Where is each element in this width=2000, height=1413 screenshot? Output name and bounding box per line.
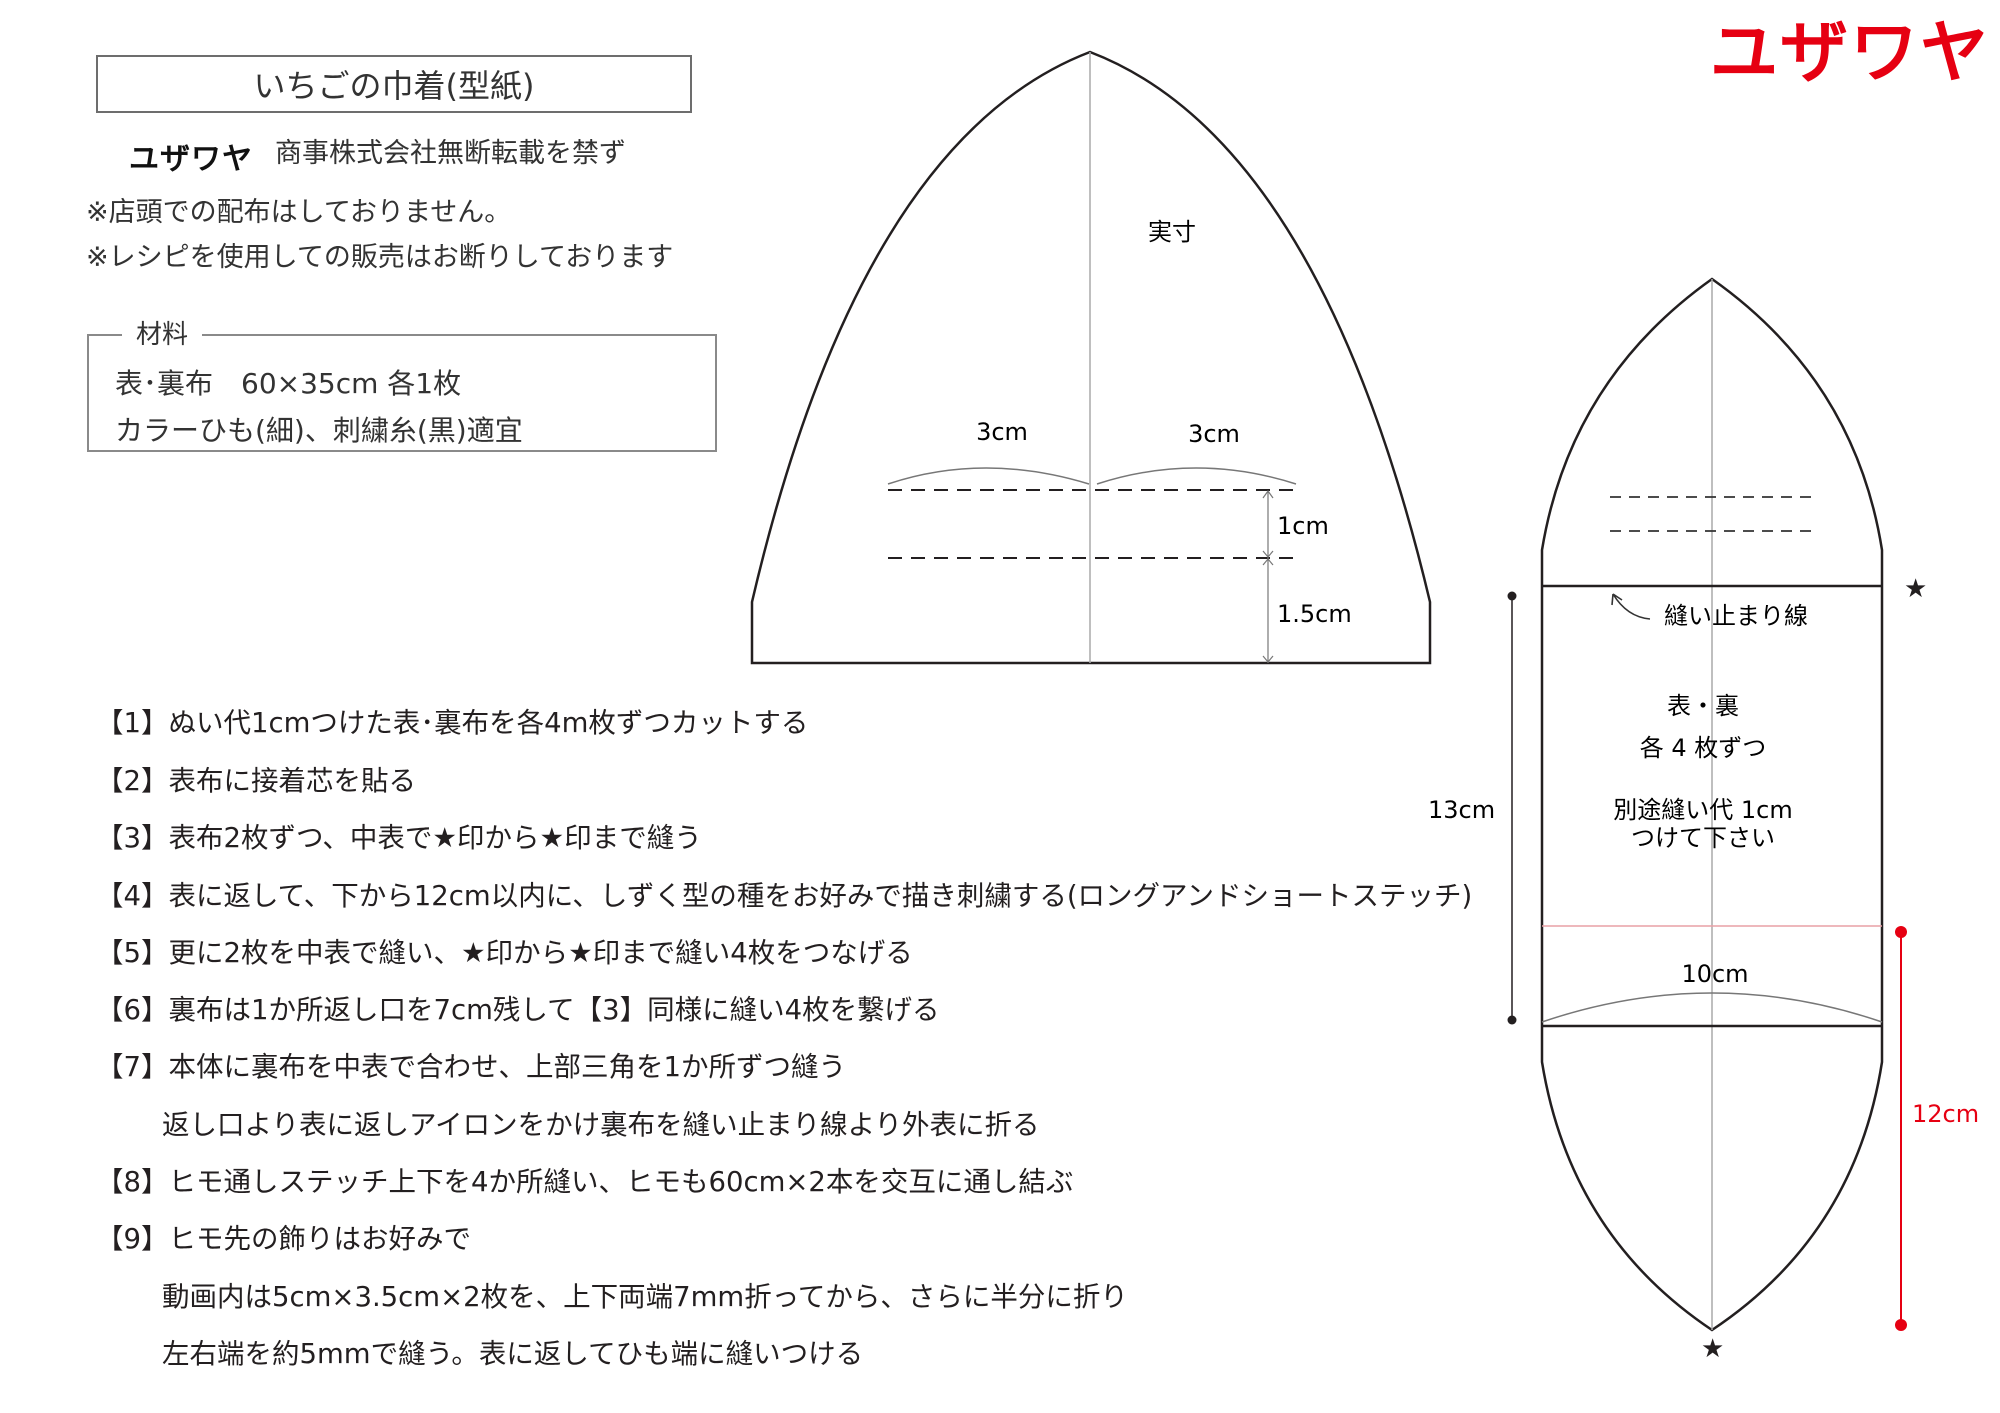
top-triangle-outline — [750, 50, 1432, 665]
main-side-pattern: ★ ★ 縫い止まり線 表・裏 各 4 枚ずつ 別途縫い代 1cm つけて下さい … — [1428, 277, 1979, 1364]
step-3: 【3】表布2枚ずつ、中表で★印から★印まで縫う — [96, 822, 702, 854]
step-8: 【8】ヒモ通しステッチ上下を4か所縫い、ヒモも60cm×2本を交互に通し結ぶ — [96, 1166, 1074, 1198]
copyright-notice: 商事株式会社無断転載を禁ず — [275, 138, 626, 169]
label-1-5cm: 1.5cm — [1277, 600, 1352, 628]
main-pattern-outline — [1540, 277, 1884, 1332]
brand-logo-text: ユザワヤ — [1714, 16, 1986, 86]
label-12cm: 12cm — [1912, 1100, 1979, 1128]
materials-fabric: 表･裏布 60×35cm 各1枚 — [115, 367, 462, 400]
pattern-title-box: いちごの巾着(型紙) — [96, 55, 692, 113]
top-triangle-pattern: 実寸 3cm 3cm 1cm 1.5cm — [750, 50, 1432, 665]
step-9-detail-1: 動画内は5cm×3.5cm×2枚を、上下両端7mm折ってから、さらに半分に折り — [162, 1281, 1128, 1313]
label-seam-allowance-2: つけて下さい — [1631, 824, 1775, 852]
label-3cm-left: 3cm — [976, 418, 1028, 446]
step-5: 【5】更に2枚を中表で縫い、★印から★印まで縫い4枚をつなげる — [96, 937, 913, 969]
label-10cm: 10cm — [1681, 960, 1748, 988]
label-sewing-stop-line: 縫い止まり線 — [1664, 602, 1808, 630]
pattern-title: いちごの巾着(型紙) — [253, 67, 535, 105]
label-seam-allowance: 別途縫い代 1cm — [1613, 796, 1792, 824]
materials-cord-thread: カラーひも(細)、刺繍糸(黒)適宜 — [115, 414, 523, 447]
note-no-resale: ※レシピを使用しての販売はお断りしております — [86, 242, 674, 273]
label-actual-size: 実寸 — [1148, 218, 1196, 246]
stop-line-arrow — [1611, 593, 1651, 620]
arc-3cm-left — [887, 467, 1090, 485]
dimension-13cm-dot-top — [1507, 591, 1517, 601]
label-3cm-right: 3cm — [1188, 420, 1240, 448]
arc-10cm — [1541, 992, 1883, 1023]
label-outer-inner: 表・裏 — [1667, 692, 1739, 720]
step-9-detail-2: 左右端を約5mmで縫う。表に返してひも端に縫いつける — [162, 1338, 864, 1370]
label-13cm: 13cm — [1428, 796, 1495, 824]
yuzawaya-brand-logo: ユザワヤ — [1714, 16, 1986, 86]
step-9: 【9】ヒモ先の飾りはお好みで — [96, 1223, 471, 1255]
dimension-arrows — [1262, 489, 1274, 663]
materials-box — [87, 334, 717, 452]
materials-title: 材料 — [122, 314, 203, 351]
dimension-12cm-dot-top — [1895, 926, 1907, 938]
step-7-continued: 返し口より表に返しアイロンをかけ裏布を縫い止まり線より外表に折る — [162, 1109, 1040, 1141]
label-1cm: 1cm — [1277, 512, 1329, 540]
step-7: 【7】本体に裏布を中表で合わせ、上部三角を1か所ずつ縫う — [96, 1051, 846, 1083]
dimension-13cm-dot-bottom — [1507, 1015, 1517, 1025]
dimension-12cm-dot-bottom — [1895, 1319, 1907, 1331]
star-mark-bottom: ★ — [1701, 1334, 1724, 1364]
step-1: 【1】ぬい代1cmつけた表･裏布を各4m枚ずつカットする — [96, 707, 809, 739]
step-4: 【4】表に返して、下から12cm以内に、しずく型の種をお好みで描き刺繍する(ロン… — [96, 880, 1473, 912]
step-2: 【2】表布に接着芯を貼る — [96, 765, 416, 797]
label-4-each: 各 4 枚ずつ — [1640, 734, 1767, 762]
yuzawaya-logo-small: ユザワヤ — [129, 142, 253, 177]
step-6: 【6】裏布は1か所返し口を7cm残して【3】同様に縫い4枚を繋げる — [96, 994, 940, 1026]
star-mark-right: ★ — [1904, 574, 1927, 604]
note-no-distribution: ※店頭での配布はしておりません。 — [86, 197, 512, 228]
arc-3cm-right — [1096, 467, 1297, 485]
